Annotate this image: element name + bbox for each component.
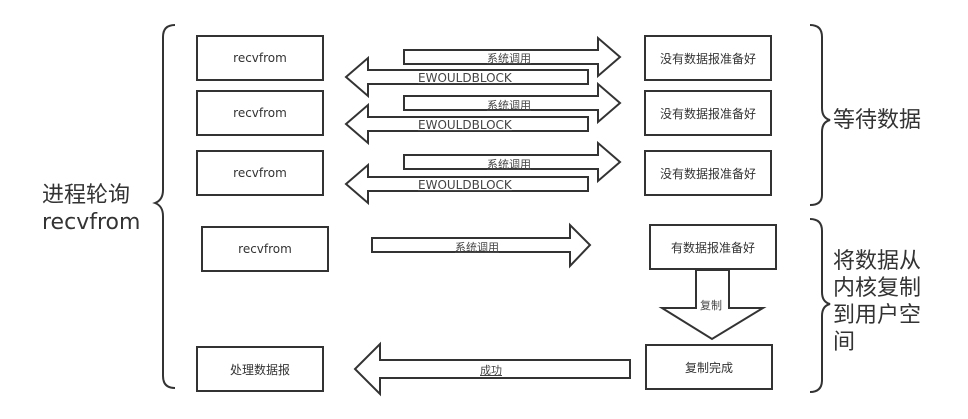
- process-polling-label: 进程轮询 recvfrom: [42, 182, 140, 236]
- right-brace-wait: [809, 24, 831, 206]
- right-brace-copy: [809, 218, 831, 393]
- not-ready-box-2: 没有数据报准备好: [644, 90, 772, 136]
- ewouldblock-arrow-3: [344, 162, 589, 206]
- left-brace: [152, 24, 176, 389]
- recvfrom-box-ready: recvfrom: [201, 226, 329, 272]
- success-label: 成功: [480, 364, 502, 377]
- not-ready-box-1: 没有数据报准备好: [644, 35, 772, 81]
- not-ready-box-3: 没有数据报准备好: [644, 150, 772, 196]
- process-polling-line2: recvfrom: [42, 210, 141, 235]
- syscall-arrow-3: [403, 140, 622, 184]
- syscall-label-2: 系统调用: [487, 99, 531, 112]
- syscall-label-3: 系统调用: [487, 158, 531, 171]
- copy-label-line: 间: [833, 330, 856, 355]
- ewouldblock-arrow-1: [344, 55, 589, 99]
- recvfrom-box-2: recvfrom: [196, 90, 324, 136]
- syscall-label-ready: 系统调用: [455, 241, 499, 254]
- syscall-arrow-ready: [371, 222, 592, 269]
- copy-data-label: 将数据从 内核复制 到用户空 间: [833, 248, 921, 356]
- syscall-arrow-2: [403, 81, 622, 125]
- ewouldblock-arrow-2: [344, 102, 589, 146]
- data-ready-box: 有数据报准备好: [649, 224, 777, 270]
- copy-label-line: 将数据从: [833, 249, 922, 274]
- syscall-label-1: 系统调用: [487, 52, 531, 65]
- process-polling-line1: 进程轮询: [42, 183, 131, 208]
- copy-label-line: 内核复制: [833, 276, 922, 301]
- ewouldblock-label-2: EWOULDBLOCK: [418, 118, 512, 132]
- process-datagram-box: 处理数据报: [196, 346, 324, 392]
- copy-done-box: 复制完成: [645, 344, 773, 390]
- wait-data-label: 等待数据: [833, 108, 922, 133]
- ewouldblock-label-1: EWOULDBLOCK: [418, 71, 512, 85]
- copy-arrow-label: 复制: [700, 299, 722, 312]
- ewouldblock-label-3: EWOULDBLOCK: [418, 178, 512, 192]
- copy-arrow: [658, 269, 767, 341]
- recvfrom-box-1: recvfrom: [196, 35, 324, 81]
- recvfrom-box-3: recvfrom: [196, 150, 324, 196]
- success-arrow: [353, 341, 631, 397]
- syscall-arrow-1: [403, 35, 622, 79]
- copy-label-line: 到用户空: [833, 303, 922, 328]
